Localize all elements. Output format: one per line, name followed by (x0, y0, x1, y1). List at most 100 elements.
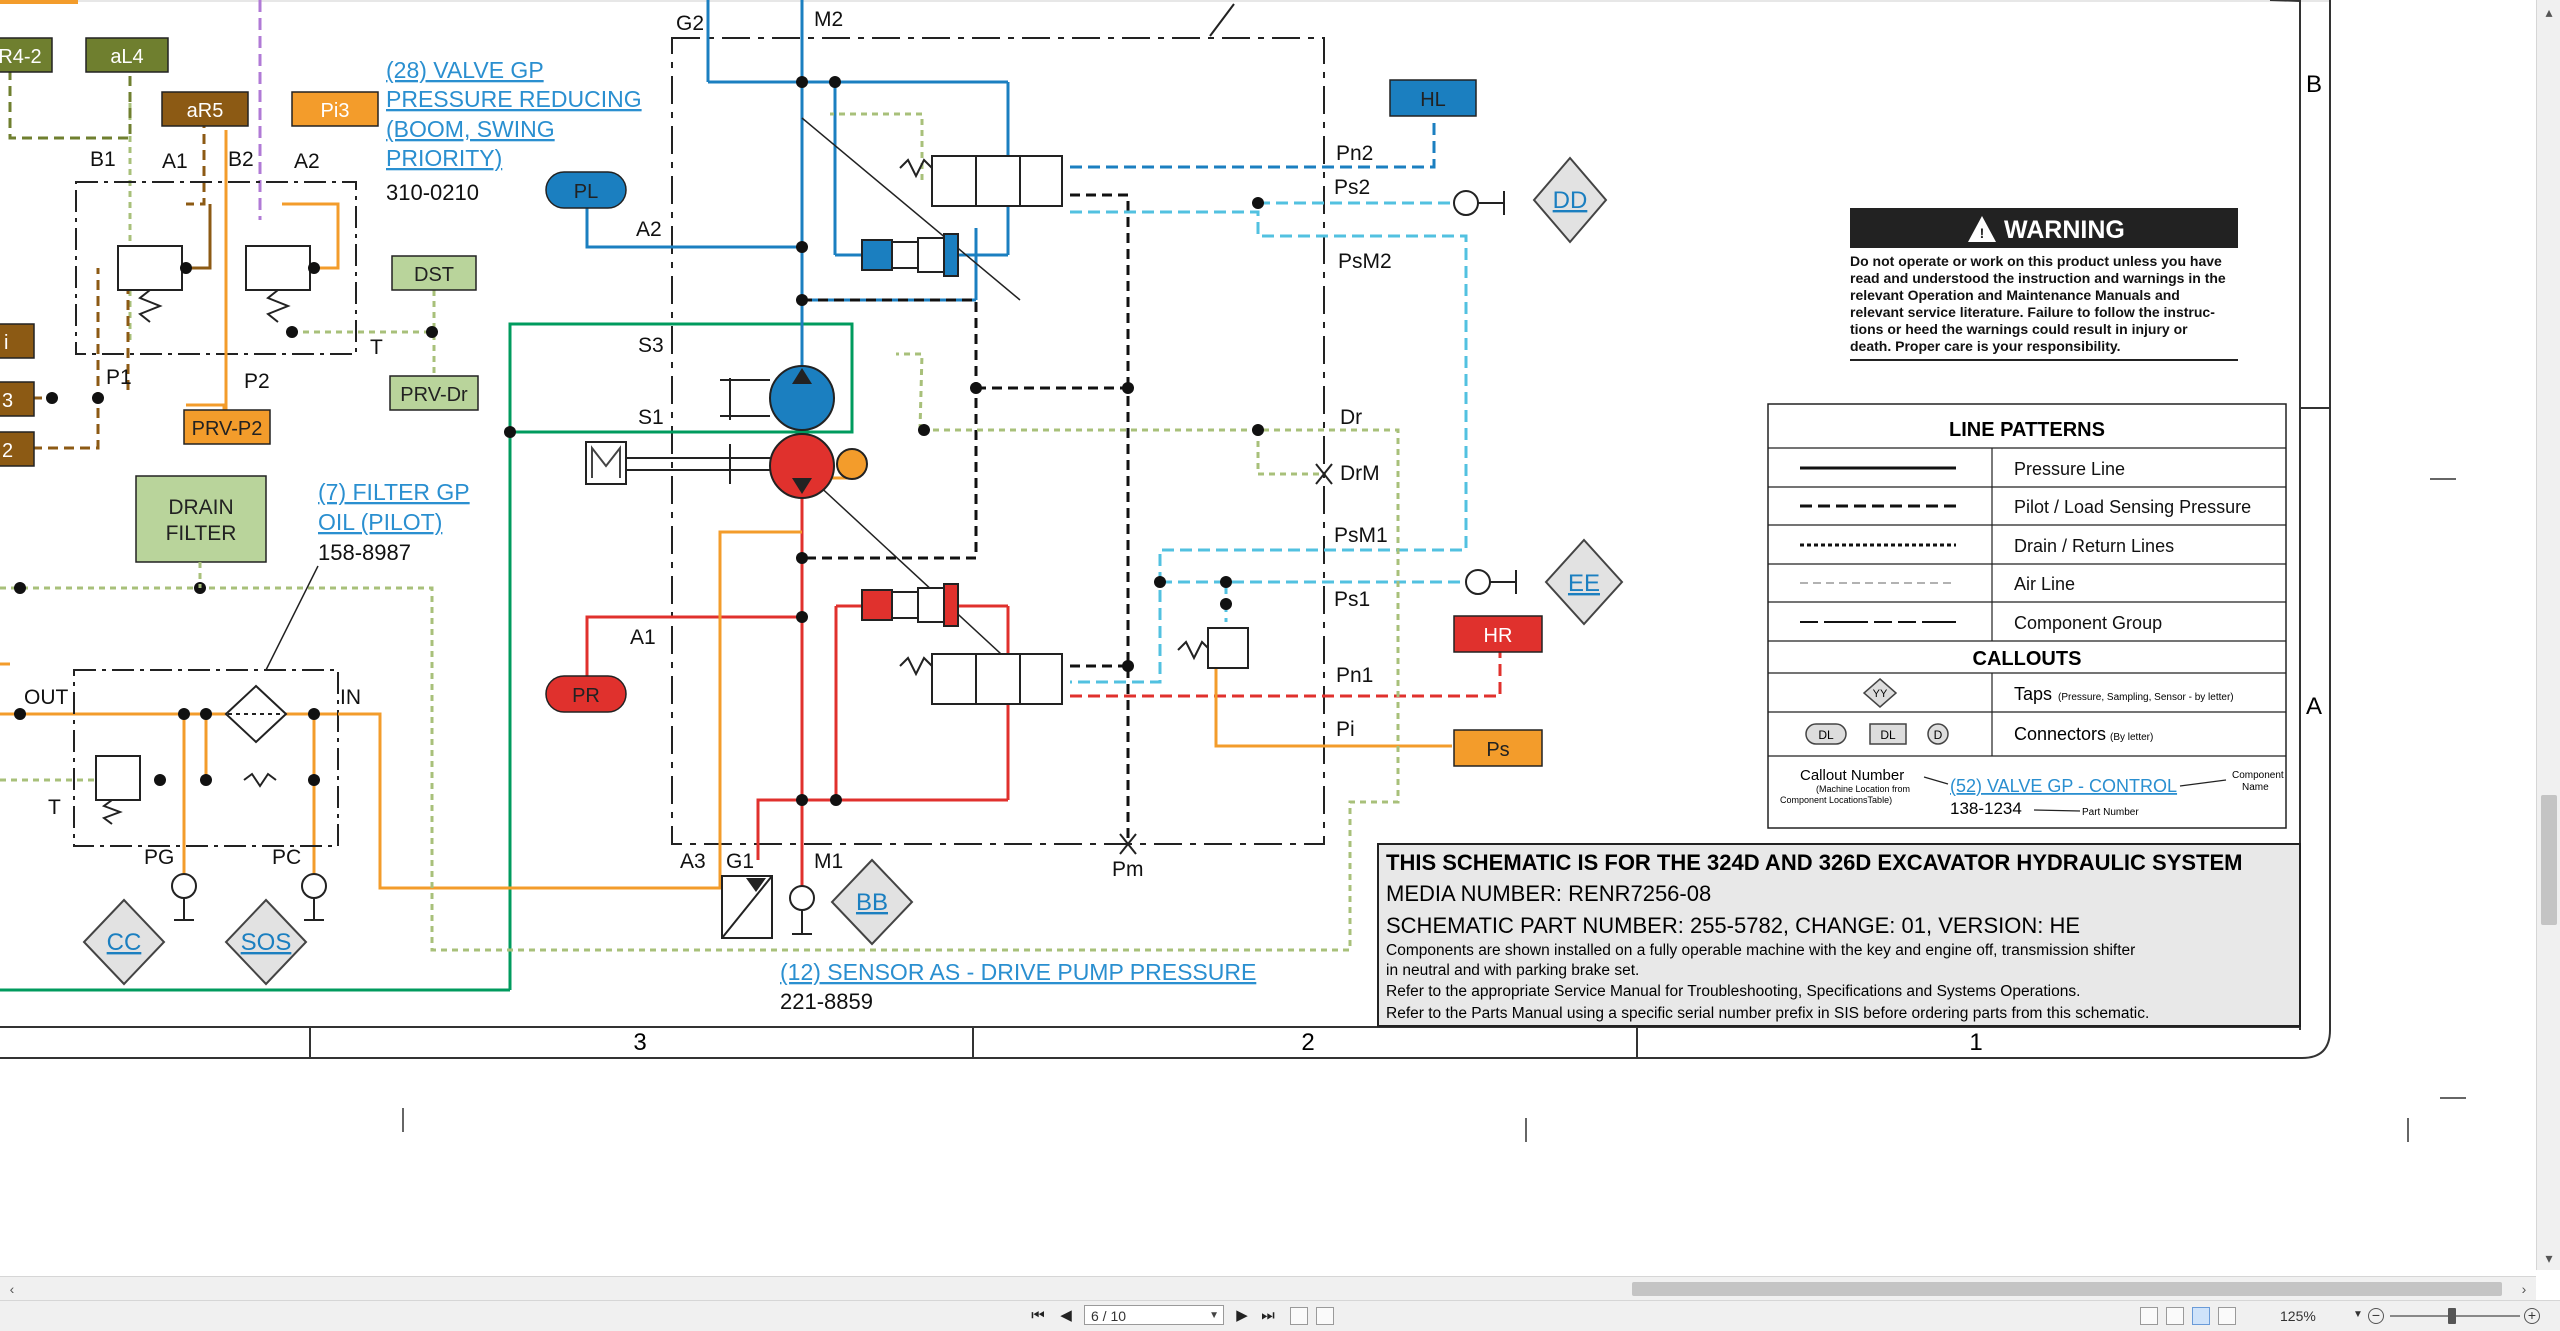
svg-text:OIL (PILOT): OIL (PILOT) (318, 509, 442, 535)
zone-row-b: B (2306, 71, 2322, 98)
svg-text:Ps2: Ps2 (1334, 176, 1370, 199)
horizontal-scroll-thumb[interactable] (1632, 1282, 2502, 1296)
tag-left-3[interactable]: 3 (0, 381, 35, 417)
svg-text:D: D (1934, 728, 1943, 742)
svg-text:aL4: aL4 (110, 46, 143, 68)
zoom-in-icon[interactable]: + (2524, 1308, 2540, 1324)
svg-text:138-1234: 138-1234 (1950, 799, 2022, 818)
svg-text:EE: EE (1568, 570, 1600, 597)
callout-valve-reducing[interactable]: (28) VALVE GP PRESSURE REDUCING (BOOM, S… (386, 57, 642, 171)
legend-drain-line: Drain / Return Lines (2014, 536, 2174, 556)
svg-text:DL: DL (1880, 728, 1896, 742)
connector-sos[interactable]: SOS (224, 898, 308, 986)
previous-page-icon[interactable]: ◀ (1060, 1307, 1072, 1324)
light-blue-pilot-lines (1070, 201, 1478, 684)
svg-text:Components are shown installed: Components are shown installed on a full… (1386, 942, 2135, 959)
tag-pi3[interactable]: Pi3 (291, 91, 379, 127)
connector-bb[interactable]: BB (830, 858, 914, 946)
connector-dd[interactable]: DD (1532, 156, 1608, 244)
page-number-field[interactable]: 6 / 10 ▼ (1084, 1305, 1224, 1325)
svg-text:A1: A1 (630, 626, 656, 649)
page-number-value: 6 / 10 (1091, 1308, 1127, 1324)
svg-text:Connectors: Connectors (2014, 724, 2106, 744)
tag-ar5[interactable]: aR5 (161, 91, 249, 127)
callout-sensor[interactable]: (12) SENSOR AS - DRIVE PUMP PRESSURE (780, 959, 1256, 985)
svg-text:Component LocationsTable): Component LocationsTable) (1780, 795, 1892, 805)
svg-text:HR: HR (1484, 625, 1513, 647)
scroll-up-icon[interactable]: ▴ (2545, 4, 2553, 20)
zoom-dropdown-icon[interactable]: ▼ (2353, 1309, 2363, 1320)
legend-callout-example: (52) VALVE GP - CONTROL (1950, 776, 2177, 796)
zoom-slider-handle[interactable] (2448, 1308, 2456, 1324)
zoom-out-icon[interactable]: − (2368, 1308, 2384, 1324)
svg-text:Ps: Ps (1486, 739, 1509, 761)
page-margin-marks (402, 478, 2466, 1142)
svg-text:(7) FILTER GP: (7) FILTER GP (318, 479, 470, 505)
tag-pl[interactable]: PL (545, 171, 627, 209)
document-viewport[interactable]: 3 2 1 B A (0, 0, 2536, 1270)
svg-text:death. Proper care is your res: death. Proper care is your responsibilit… (1850, 338, 2121, 354)
legend-air-line: Air Line (2014, 574, 2075, 594)
svg-text:BB: BB (856, 889, 888, 916)
svg-text:tions or heed the warnings cou: tions or heed the warnings could result … (1850, 321, 2188, 337)
part-filter-pilot: 158-8987 (318, 540, 411, 565)
single-page-view-icon[interactable] (2140, 1307, 2158, 1325)
svg-text:Pi3: Pi3 (321, 100, 350, 122)
tag-hr[interactable]: HR (1453, 615, 1543, 653)
scroll-left-icon[interactable]: ‹ (9, 1281, 15, 1297)
connector-ee[interactable]: EE (1544, 538, 1624, 626)
svg-text:Name: Name (2242, 782, 2269, 793)
svg-text:HL: HL (1420, 89, 1446, 111)
svg-text:3: 3 (2, 390, 13, 412)
svg-text:PRIORITY): PRIORITY) (386, 145, 502, 171)
tag-dst[interactable]: DST (391, 255, 477, 291)
zone-col-3: 3 (633, 1029, 646, 1056)
svg-text:A3: A3 (680, 850, 706, 873)
tag-prv-dr[interactable]: PRV-Dr (389, 375, 479, 411)
vertical-scrollbar[interactable]: ▴ ▾ (2536, 0, 2560, 1270)
svg-text:Pi: Pi (1336, 718, 1355, 741)
tag-ps[interactable]: Ps (1453, 729, 1543, 767)
svg-text:(BOOM, SWING: (BOOM, SWING (386, 116, 555, 142)
title-block: THIS SCHEMATIC IS FOR THE 324D AND 326D … (1377, 843, 2301, 1027)
last-page-icon[interactable]: ⏭ (1261, 1307, 1275, 1324)
tag-left-2[interactable]: 2 (0, 431, 35, 467)
svg-text:LINE PATTERNS: LINE PATTERNS (1949, 419, 2105, 441)
svg-text:PsM2: PsM2 (1338, 250, 1392, 273)
callout-filter-pilot[interactable]: (7) FILTER GP OIL (PILOT) (318, 479, 470, 535)
continuous-page-view-icon[interactable] (2166, 1307, 2184, 1325)
page-dropdown-icon[interactable]: ▼ (1209, 1310, 1219, 1321)
svg-text:PsM1: PsM1 (1334, 524, 1388, 547)
tag-left-i[interactable]: i (0, 323, 35, 359)
two-page-view-icon[interactable] (2192, 1307, 2210, 1325)
connector-cc[interactable]: CC (82, 898, 166, 986)
cover-view-icon[interactable] (2218, 1307, 2236, 1325)
test-port-crosses (1119, 463, 1333, 855)
warning-panel: ! WARNING Do not operate or work on this… (1850, 208, 2238, 361)
pump-group-boundary (671, 37, 1325, 845)
svg-text:read and understood the instru: read and understood the instruction and … (1850, 270, 2226, 286)
svg-text:(Machine Location from: (Machine Location from (1816, 784, 1910, 794)
continuous-view-icon[interactable] (1290, 1307, 1308, 1325)
svg-text:Taps: Taps (2014, 684, 2052, 704)
tag-r4-2[interactable]: R4-2 (0, 37, 53, 73)
svg-text:B2: B2 (228, 148, 254, 171)
svg-text:A2: A2 (636, 218, 662, 241)
horizontal-scrollbar[interactable]: ‹ › (0, 1276, 2536, 1301)
svg-text:PRV-P2: PRV-P2 (192, 418, 263, 440)
svg-text:S1: S1 (638, 406, 664, 429)
vertical-scroll-thumb[interactable] (2541, 795, 2557, 925)
legend-pilot-line: Pilot / Load Sensing Pressure (2014, 497, 2251, 517)
tag-pr[interactable]: PR (545, 675, 627, 713)
scroll-down-icon[interactable]: ▾ (2545, 1250, 2553, 1266)
first-page-icon[interactable]: ⏮ (1031, 1307, 1045, 1324)
tag-prv-p2[interactable]: PRV-P2 (183, 409, 271, 445)
tag-al4[interactable]: aL4 (85, 37, 169, 73)
regulator-blocks (861, 233, 959, 627)
tag-hl[interactable]: HL (1389, 79, 1477, 117)
scroll-right-icon[interactable]: › (2521, 1281, 2527, 1297)
facing-view-icon[interactable] (1316, 1307, 1334, 1325)
control-valves (899, 155, 1249, 705)
next-page-icon[interactable]: ▶ (1236, 1307, 1248, 1324)
svg-text:SOS: SOS (241, 929, 292, 956)
